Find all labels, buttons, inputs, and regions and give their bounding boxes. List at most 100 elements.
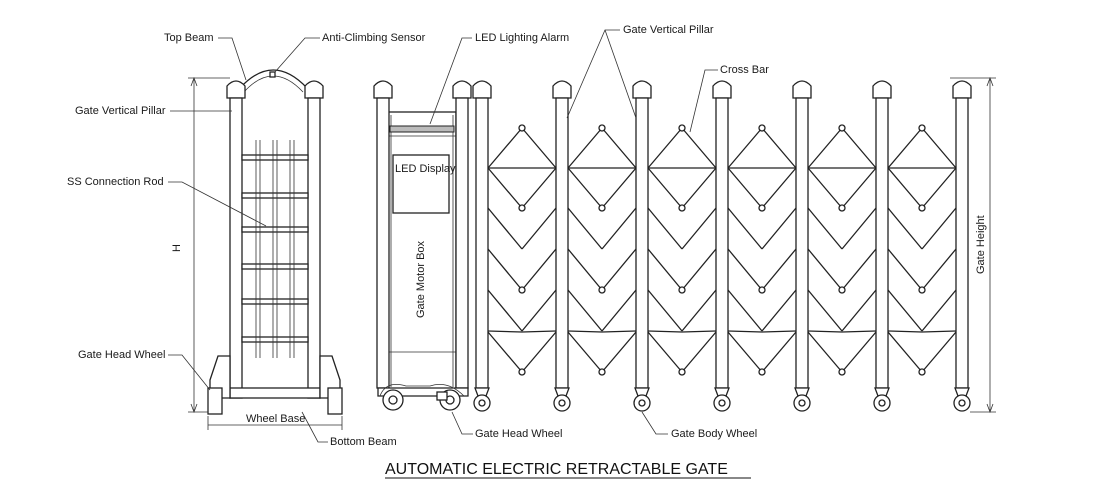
cross-bar <box>887 330 923 333</box>
gate-pillar <box>552 80 572 412</box>
cross-bar <box>727 167 763 209</box>
cross-bar <box>921 330 957 333</box>
pivot-joint <box>678 204 686 212</box>
led-display-panel <box>392 154 450 214</box>
cross-bar <box>887 248 923 291</box>
cross-bar <box>567 127 603 169</box>
cross-bar <box>487 289 523 332</box>
label-gate-body-wheel: Gate Body Wheel <box>671 428 757 440</box>
gate-body-pillars <box>472 80 972 412</box>
cross-bar <box>681 289 717 332</box>
left-pillar-cap <box>226 80 246 99</box>
cross-bar <box>681 330 717 333</box>
label-led-lighting-alarm: LED Lighting Alarm <box>475 32 569 44</box>
cross-bar <box>841 330 877 333</box>
gate-pillar <box>632 80 652 412</box>
cross-bar <box>601 248 637 291</box>
cross-bar <box>681 331 717 373</box>
pivot-joint <box>518 286 526 294</box>
pivot-joint <box>758 368 766 376</box>
cross-bar <box>887 289 923 332</box>
cross-bar <box>921 167 957 209</box>
cross-bar <box>727 330 763 333</box>
cross-bar <box>887 207 923 250</box>
left-head-wheel <box>207 387 223 415</box>
label-gate-vertical-pillar-right: Gate Vertical Pillar <box>623 24 714 36</box>
ss-connection-rods <box>241 154 309 343</box>
cross-bar <box>761 127 797 169</box>
cross-bar <box>567 289 603 332</box>
cross-bar <box>681 207 717 250</box>
right-vertical-pillar <box>307 97 321 399</box>
cross-bar <box>921 248 957 291</box>
label-anti-climbing-sensor: Anti-Climbing Sensor <box>322 32 426 44</box>
gate-pillar <box>952 80 972 412</box>
vertical-rods <box>255 140 295 358</box>
gate-pillar <box>872 80 892 412</box>
cross-bar <box>567 207 603 250</box>
leader-lines <box>168 29 718 443</box>
pivot-joint <box>598 124 606 132</box>
right-head-wheel <box>327 387 343 415</box>
pivot-joint <box>598 204 606 212</box>
label-gate-height: Gate Height <box>975 215 987 274</box>
pivot-joint <box>918 368 926 376</box>
gate-pillar <box>792 80 812 412</box>
cross-bar <box>647 330 683 333</box>
cross-bar-lattice <box>487 124 957 376</box>
pivot-joint <box>838 286 846 294</box>
cross-bar <box>487 330 523 333</box>
label-gate-vertical-pillar-left: Gate Vertical Pillar <box>75 105 166 117</box>
cross-bar <box>521 289 557 332</box>
cross-bar <box>727 207 763 250</box>
pivot-joint <box>598 368 606 376</box>
label-cross-bar: Cross Bar <box>720 64 769 76</box>
cross-bar <box>521 248 557 291</box>
cross-bar <box>921 289 957 332</box>
cross-bar <box>567 331 603 373</box>
pivot-joint <box>518 204 526 212</box>
label-ss-connection-rod: SS Connection Rod <box>67 176 164 188</box>
cross-bar <box>807 207 843 250</box>
cross-bar <box>841 289 877 332</box>
cross-bar <box>601 331 637 373</box>
cross-bar <box>601 207 637 250</box>
cross-bar <box>647 248 683 291</box>
pivot-joint <box>758 124 766 132</box>
cross-bar <box>921 207 957 250</box>
pivot-joint <box>838 204 846 212</box>
cross-bar <box>601 289 637 332</box>
cross-bar <box>681 248 717 291</box>
side-view <box>188 69 343 430</box>
cross-bar <box>807 167 843 209</box>
cross-bar <box>921 331 957 373</box>
cross-bar <box>567 167 603 209</box>
pivot-joint <box>598 286 606 294</box>
cross-bar <box>647 207 683 250</box>
labels: Top Beam Anti-Climbing Sensor LED Lighti… <box>67 24 987 479</box>
pivot-joint <box>838 368 846 376</box>
left-vertical-pillar <box>229 97 243 399</box>
pivot-joint <box>518 368 526 376</box>
gate-pillar <box>472 80 492 412</box>
cross-bar <box>841 331 877 373</box>
cross-bar <box>601 167 637 209</box>
cross-bar <box>487 207 523 250</box>
cross-bar <box>841 207 877 250</box>
pivot-joint <box>838 124 846 132</box>
cross-bar <box>521 167 557 209</box>
cross-bar <box>887 167 923 209</box>
pivot-joint <box>758 204 766 212</box>
cross-bar <box>807 248 843 291</box>
right-pillar-cap <box>304 80 324 99</box>
label-gate-motor-box: Gate Motor Box <box>415 240 427 318</box>
pivot-joint <box>518 124 526 132</box>
label-led-display: LED Display <box>395 163 456 175</box>
cross-bar <box>761 289 797 332</box>
cross-bar <box>921 127 957 169</box>
cross-bar <box>761 330 797 333</box>
cross-bar <box>761 248 797 291</box>
pivot-joint <box>918 286 926 294</box>
pivot-joint <box>678 368 686 376</box>
